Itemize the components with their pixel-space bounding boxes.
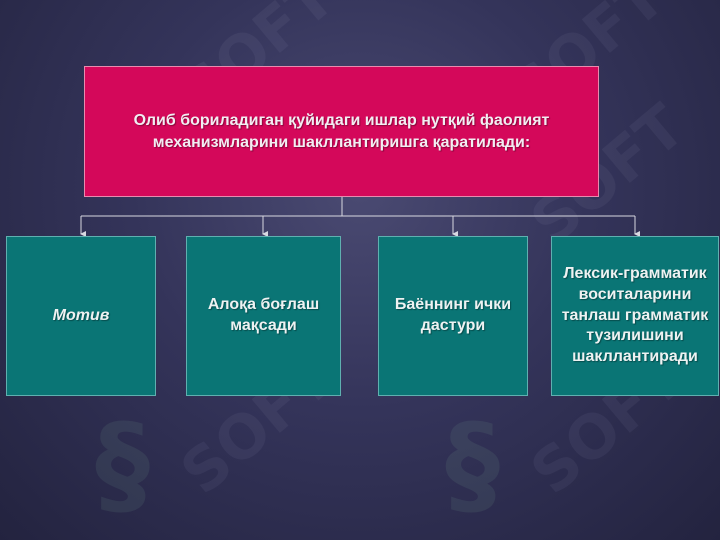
child-node-label: Алоқа боғлаш мақсади [207,296,320,334]
root-node-label: Олиб бориладиган қуйидаги ишлар нутқий ф… [133,111,550,151]
child-node-label: Лексик-грамматик воситаларини танлаш гра… [561,265,709,366]
child-node-lexical-grammatical: Лексик-грамматик воситаларини танлаш гра… [551,236,719,396]
child-node-label: Мотив [52,306,110,324]
child-node-motive: Мотив [6,236,156,396]
child-node-label: Баённинг ички дастури [394,296,512,334]
child-node-inner-program: Баённинг ички дастури [378,236,528,396]
root-node: Олиб бориладиган қуйидаги ишлар нутқий ф… [84,66,599,197]
child-node-communication-goal: Алоқа боғлаш мақсади [186,236,341,396]
